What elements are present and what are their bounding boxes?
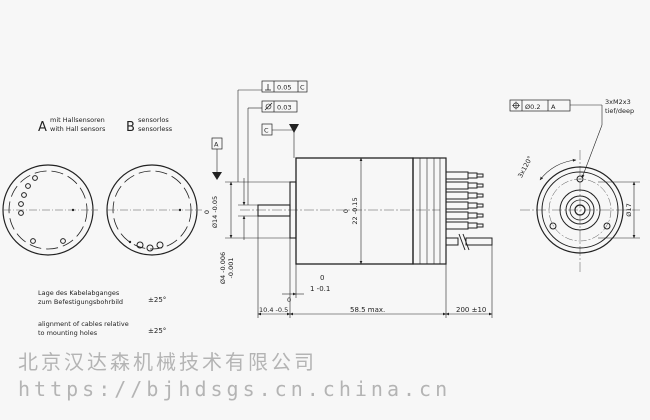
dim-d17: Ø17 [625, 203, 633, 216]
svg-text:A: A [214, 141, 219, 149]
dim-angle: 3x120° [516, 155, 534, 180]
view-a-letter: A [38, 120, 47, 135]
perp-ref: C [300, 84, 305, 92]
wire-hole [30, 238, 36, 244]
watermark-url: https://bjhdsgs.cn.china.cn [18, 377, 452, 401]
view-a-title-de: mit Hallsensoren [50, 116, 105, 124]
note-line-3: alignment of cables relative [38, 320, 129, 328]
wire-hole [25, 183, 31, 189]
note-line-2: zum Befestigungsbohrbild [38, 298, 123, 306]
dim-holes: 3xM2x3 [605, 98, 631, 106]
view-b-title-de: sensorlos [138, 116, 169, 124]
dim-d14-upper: 0 [203, 210, 211, 214]
tolerance-position: Ø0.2 A [509, 99, 603, 179]
wire-hole [60, 238, 66, 244]
view-a-title-en: with Hall sensors [50, 125, 106, 133]
note-line-1: Lage des Kabelabganges [38, 289, 120, 297]
motor-side-view: 0 Ø14 -0.05 Ø4 -0.006 -0.001 0 22 -0.15 … [203, 80, 493, 318]
dim-cable-length: 200 ±10 [456, 306, 486, 314]
front-shaft [574, 204, 586, 216]
view-a-hall-sensors: A mit Hallsensoren with Hall sensors [2, 116, 106, 256]
cable-wires [445, 171, 493, 251]
dim-body: 22 -0.15 [351, 197, 359, 224]
svg-text:C: C [264, 127, 269, 135]
wire-hole [21, 192, 27, 198]
view-b-sensorless: B sensorlos sensorless [106, 116, 202, 256]
mount-hole [576, 175, 584, 183]
wire-hole [18, 210, 24, 216]
dim-shaft-upper: 0 [287, 296, 291, 304]
wire-hole [146, 244, 154, 252]
dim-d14: Ø14 -0.05 [211, 196, 219, 228]
note-tolerance-2: ±25° [148, 327, 166, 335]
watermark-company: 北京汉达森机械技术有限公司 [18, 350, 317, 374]
dim-length: 58.5 max. [350, 306, 385, 314]
front-outer [536, 166, 624, 254]
front-pilot [559, 189, 601, 231]
datum-c: C [261, 123, 299, 158]
view-b-title-en: sensorless [138, 125, 173, 133]
front-flange [541, 171, 619, 249]
tolerance-flatness: 0.03 [247, 100, 298, 205]
wire-hole [156, 241, 164, 249]
dim-shaft: 10.4 -0.5 [259, 306, 288, 314]
wire-hole [136, 241, 144, 249]
pos-value: Ø0.2 [525, 103, 540, 111]
dim-gap: 1 -0.1 [310, 285, 330, 293]
datum-a: A [211, 137, 223, 180]
mount-hole [549, 222, 557, 230]
shaft [257, 204, 291, 217]
motor-front-view: Ø0.2 A 3xM2x3 tief/deep 3x120° Ø17 [509, 98, 640, 272]
dim-d4: Ø4 -0.006 [219, 252, 227, 284]
note-line-4: to mounting holes [38, 329, 98, 337]
wire-hole [18, 201, 24, 207]
flat-value: 0.03 [277, 104, 291, 112]
dim-body-upper: 0 [342, 209, 350, 213]
wire-hole [32, 175, 38, 181]
front-bearing [565, 195, 595, 225]
mount-hole [603, 222, 611, 230]
view-b-letter: B [126, 120, 135, 135]
dim-d4-lower: -0.001 [227, 258, 235, 279]
tolerance-perpendicularity: 0.05 C [237, 80, 308, 182]
dim-gap-upper: 0 [320, 274, 324, 282]
dim-hole-depth: tief/deep [605, 107, 634, 115]
pos-ref: A [551, 103, 556, 111]
perp-value: 0.05 [277, 84, 291, 92]
end-cap [412, 157, 447, 265]
cable-alignment-notes: Lage des Kabelabganges zum Befestigungsb… [38, 289, 166, 337]
note-tolerance-1: ±25° [148, 296, 166, 304]
